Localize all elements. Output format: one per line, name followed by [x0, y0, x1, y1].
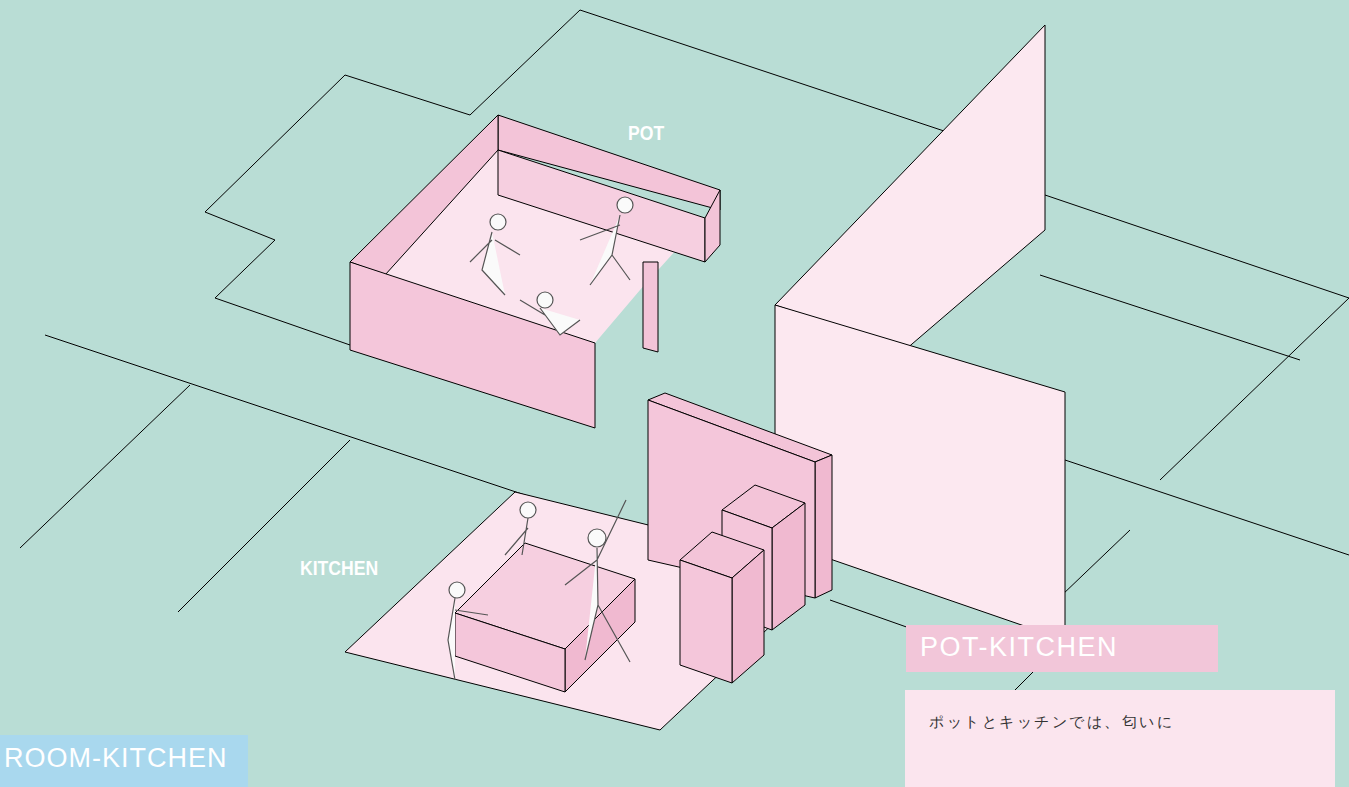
- kitchen-floor: [345, 492, 830, 730]
- person-body: [505, 518, 528, 555]
- people-sketch: [448, 197, 633, 680]
- person-body: [448, 598, 488, 680]
- plan-line: [178, 440, 350, 612]
- plan-line: [215, 298, 350, 345]
- person-head: [520, 502, 536, 518]
- floor-plan-lines: [20, 10, 1349, 705]
- island-front: [455, 613, 565, 692]
- pot-right-rim: [705, 190, 720, 262]
- node-text: ポットとキッチンでは、匂いに: [929, 708, 1311, 737]
- area-label: KITCHEN: [300, 557, 378, 580]
- plan-line: [1045, 195, 1349, 298]
- person-body: [470, 232, 520, 295]
- person-head: [588, 529, 606, 547]
- cabinet-side: [772, 503, 805, 630]
- pot-back-wall: [498, 150, 705, 262]
- wall-end: [775, 25, 1045, 350]
- island-side: [565, 579, 635, 692]
- fridge-front: [680, 560, 732, 683]
- area-label: POT: [628, 122, 664, 145]
- pot-left-rim: [350, 115, 498, 275]
- plan-line: [20, 385, 190, 548]
- person-head: [617, 197, 633, 213]
- wall-face: [775, 305, 1065, 640]
- person-body: [580, 215, 630, 285]
- plan-line: [1160, 298, 1349, 480]
- plan-line: [1065, 460, 1349, 555]
- person-head: [490, 214, 506, 230]
- section-tag: ROOM-KITCHEN: [0, 735, 248, 787]
- pot-door-post: [643, 262, 658, 352]
- person-body: [520, 300, 580, 335]
- plan-line: [1040, 275, 1300, 360]
- pot-front-wall: [350, 262, 595, 428]
- text-panel: ポットとキッチンでは、匂いに: [905, 690, 1335, 787]
- panel-side: [815, 455, 832, 598]
- node-text: POT-KITCHEN: [920, 632, 1204, 663]
- person-body: [565, 500, 630, 662]
- node-text: ROOM-KITCHEN: [4, 743, 244, 774]
- person-head: [449, 582, 465, 598]
- section-tag: POT-KITCHEN: [906, 625, 1218, 672]
- fridge-side: [732, 550, 764, 683]
- person-head: [537, 292, 553, 308]
